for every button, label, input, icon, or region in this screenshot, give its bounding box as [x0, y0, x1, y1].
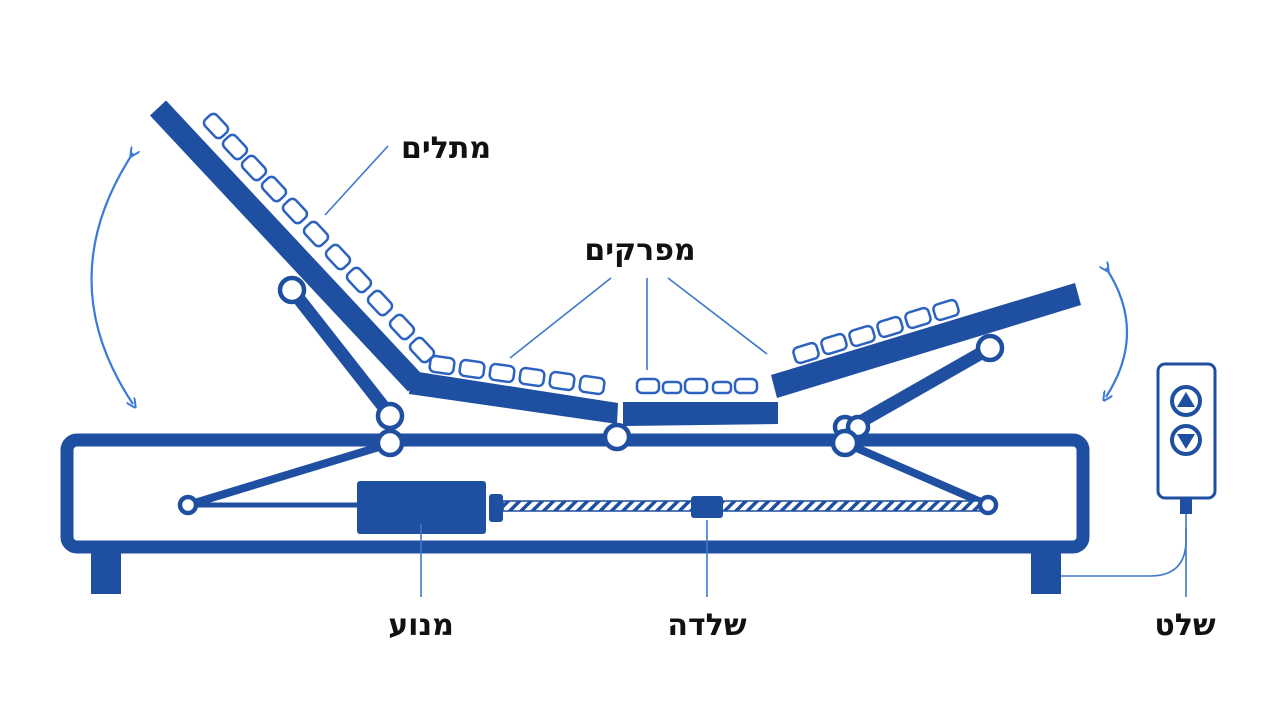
- support-struts: [285, 283, 997, 432]
- pivot-joint: [177, 494, 199, 516]
- triangle-down-icon: [1177, 434, 1195, 449]
- leg-motion-arrow: [1106, 268, 1128, 397]
- seat-section: [409, 371, 618, 424]
- base-frame: [60, 433, 1090, 594]
- joints: [277, 275, 1005, 458]
- screw-nut: [691, 496, 723, 518]
- motor-body: [357, 481, 486, 534]
- lead-screw: [502, 500, 982, 512]
- pivot-joint: [977, 494, 999, 516]
- leg-section: [771, 283, 1081, 398]
- frame-leg-left: [91, 552, 121, 594]
- linkage-rod-right: [843, 439, 990, 509]
- motor-coupling: [489, 494, 503, 522]
- remote-label: שלט: [1154, 608, 1216, 643]
- slats-label: מתלים: [401, 131, 491, 166]
- slats: [202, 112, 960, 396]
- leader-lines: [324, 145, 1187, 597]
- triangle-up-icon: [1177, 392, 1195, 407]
- pivot-joint: [975, 333, 1005, 363]
- linkage-rod-left: [186, 439, 394, 509]
- pivot-joint: [375, 401, 405, 431]
- pivot-joint: [830, 428, 860, 458]
- back-motion-arrow: [90, 153, 134, 404]
- pivot-joint: [375, 428, 405, 458]
- drive-mechanism: [177, 439, 999, 534]
- frame-leg-right: [1031, 552, 1061, 594]
- frame-label: שלדה: [667, 608, 746, 643]
- pivot-joint: [602, 422, 632, 452]
- mattress-platform: [149, 100, 1081, 426]
- joints-label: מפרקים: [584, 233, 695, 268]
- motor-label: מנוע: [388, 608, 454, 643]
- pivot-joint: [277, 275, 307, 305]
- back-section: [149, 100, 425, 392]
- middle-section: [623, 402, 778, 426]
